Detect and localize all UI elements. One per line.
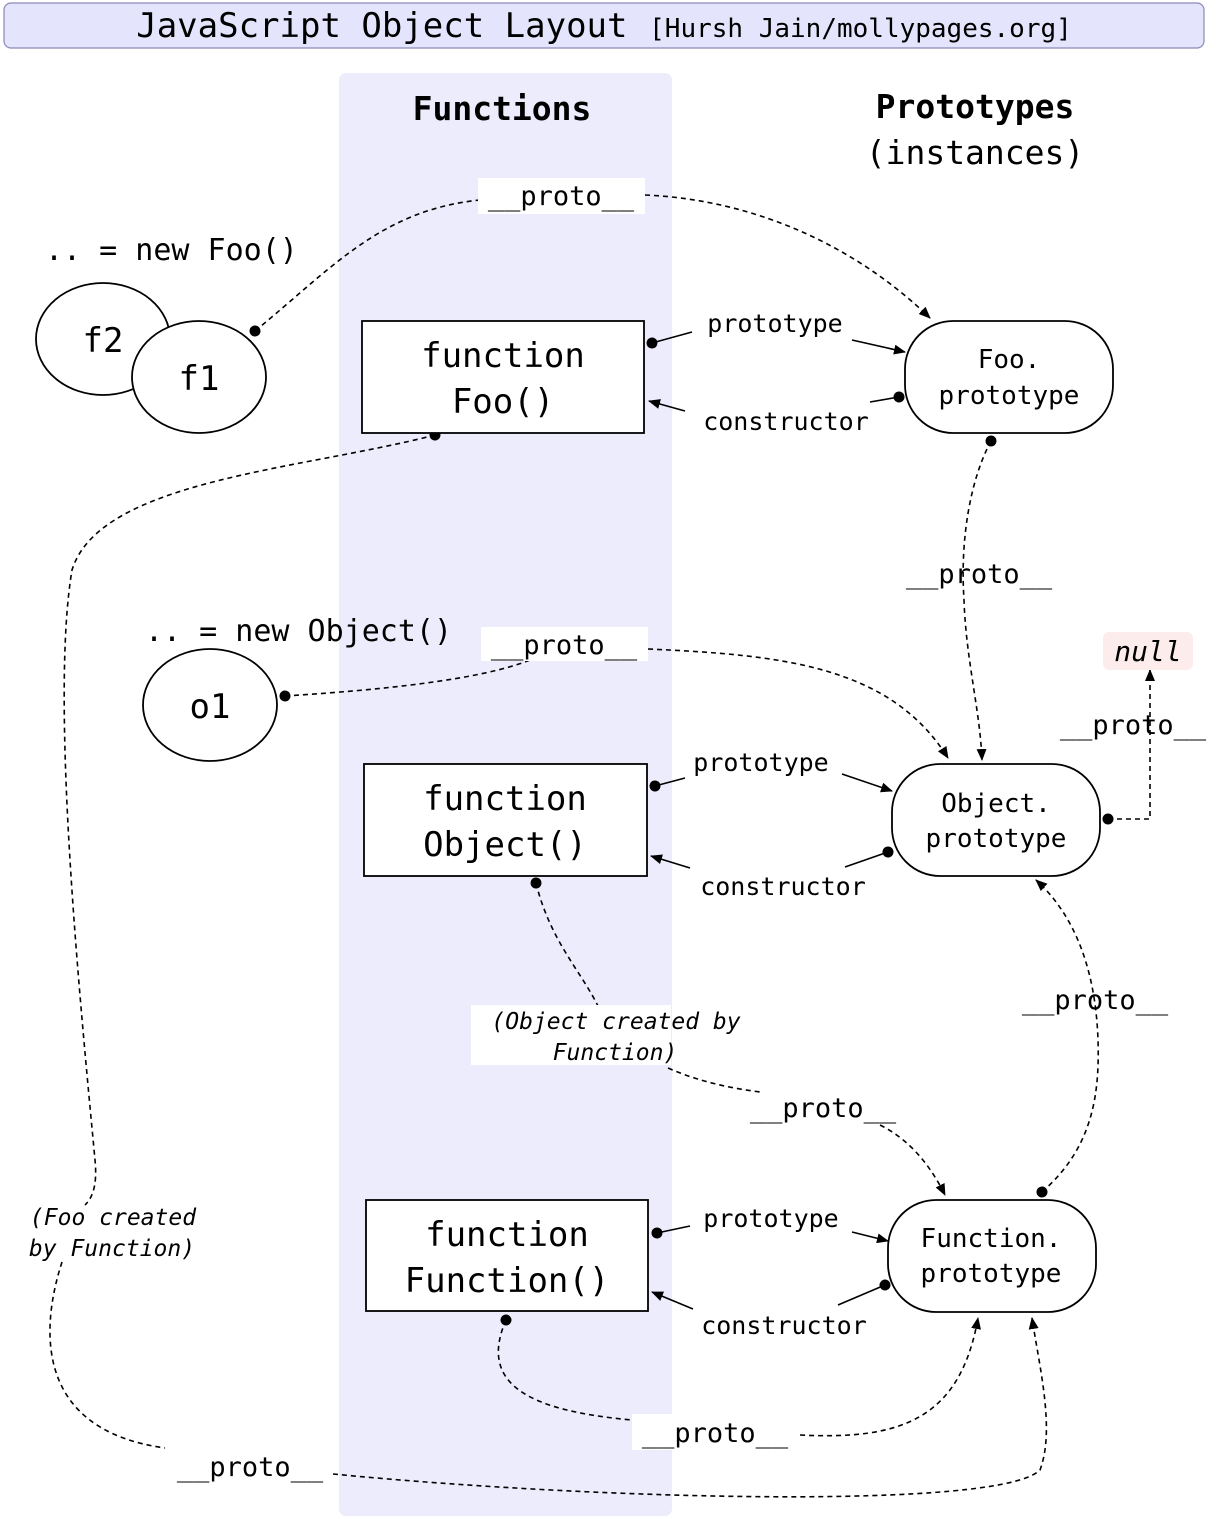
function-object-box — [363, 763, 648, 877]
foo-prototype-edge-end — [851, 339, 906, 355]
proto-label-object-fn: __proto__ — [750, 1093, 897, 1124]
object-constructor-edge-end — [650, 854, 691, 869]
function-foo-line1: function — [421, 336, 585, 376]
function-prototype-proto-edge — [1035, 879, 1100, 1198]
function-fn-proto-edge — [497, 1314, 633, 1421]
foo-prototype-node — [904, 320, 1114, 434]
o1-proto-edge-head — [647, 648, 949, 759]
proto-label-f1: __proto__ — [488, 181, 635, 212]
foo-prototype-line2: prototype — [939, 381, 1080, 411]
object-fn-proto-edge-mid — [667, 1067, 761, 1093]
prototype-label-function: prototype — [703, 1204, 838, 1233]
object-fn-proto-edge-head — [879, 1124, 946, 1196]
proto-label-object-prototype: __proto__ — [1060, 710, 1207, 741]
object-prototype-edge-end — [841, 773, 893, 793]
instance-f2-label: f2 — [83, 321, 124, 361]
function-constructor-edge-end — [651, 1291, 694, 1310]
function-function-box — [365, 1199, 649, 1312]
foo-prototype-edge-start — [646, 331, 693, 349]
function-function-line2: Function() — [405, 1261, 610, 1301]
foo-fn-proto-edge-head — [332, 1317, 1048, 1498]
function-prototype-node — [887, 1199, 1097, 1313]
foo-constructor-edge-start — [869, 391, 905, 403]
instance-o1 — [142, 648, 278, 762]
function-prototype-edge-end — [851, 1231, 889, 1244]
function-object-line2: Object() — [423, 825, 587, 865]
foo-fn-proto-edge-mid — [49, 1261, 166, 1449]
function-function-line1: function — [425, 1215, 589, 1255]
proto-label-function-fn: __proto__ — [642, 1418, 789, 1449]
null-badge — [1103, 632, 1193, 670]
object-prototype-null-edge — [1102, 669, 1155, 825]
object-fn-proto-edge — [530, 877, 599, 1007]
foo-created-note-line2: by Function) — [29, 1236, 195, 1262]
object-prototype-line1: Object. — [941, 789, 1051, 819]
diagram-title: JavaScript Object Layout [Hursh Jain/mol… — [136, 6, 1072, 46]
function-constructor-edge-start — [837, 1279, 891, 1306]
instance-f1 — [131, 320, 267, 434]
new-object-caption: .. = new Object() — [145, 614, 452, 649]
foo-created-note-line1: (Foo created — [30, 1205, 197, 1231]
f1-proto-edge — [249, 199, 481, 337]
instance-o1-label: o1 — [190, 687, 231, 727]
null-label: null — [1114, 635, 1181, 668]
function-foo-line2: Foo() — [452, 382, 554, 422]
instance-f1-label: f1 — [179, 359, 220, 399]
prototypes-heading: Prototypes — [876, 87, 1075, 126]
object-created-note-line1: (Object created by — [491, 1009, 740, 1035]
object-prototype-node — [891, 763, 1101, 877]
proto-label-o1: __proto__ — [491, 630, 638, 661]
function-foo-box — [361, 320, 645, 434]
object-prototype-line2: prototype — [926, 824, 1067, 854]
title-bar — [3, 2, 1205, 49]
object-created-note-line2: Function) — [553, 1040, 678, 1066]
function-prototype-line1: Function. — [921, 1224, 1062, 1254]
function-fn-proto-edge-head — [799, 1317, 982, 1437]
prototype-label-foo: prototype — [707, 309, 842, 338]
proto-label-foo-fn: __proto__ — [177, 1452, 324, 1483]
f1-proto-edge-head — [644, 194, 931, 319]
object-constructor-edge-start — [844, 846, 894, 868]
foo-constructor-edge-end — [648, 399, 686, 412]
instances-heading: (instances) — [866, 133, 1085, 172]
new-foo-caption: .. = new Foo() — [45, 233, 298, 268]
foo-prototype-line1: Foo. — [978, 345, 1041, 375]
foo-prototype-proto-edge — [962, 435, 997, 761]
proto-label-function-prototype: __proto__ — [1022, 985, 1169, 1016]
object-prototype-edge-start — [649, 777, 686, 792]
constructor-label-object: constructor — [700, 872, 866, 901]
prototype-label-object: prototype — [693, 748, 828, 777]
foo-fn-proto-edge — [63, 429, 441, 1206]
constructor-label-function: constructor — [701, 1311, 867, 1340]
function-prototype-line2: prototype — [921, 1259, 1062, 1289]
function-prototype-edge-start — [651, 1225, 691, 1239]
functions-heading: Functions — [413, 89, 592, 128]
proto-label-foo-prototype: __proto__ — [906, 559, 1053, 590]
function-object-line1: function — [423, 779, 587, 819]
o1-proto-edge — [279, 659, 531, 702]
constructor-label-foo: constructor — [703, 407, 869, 436]
